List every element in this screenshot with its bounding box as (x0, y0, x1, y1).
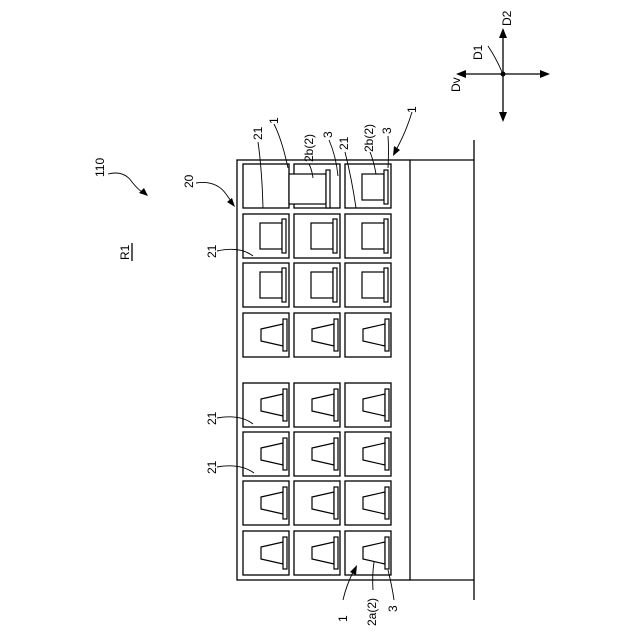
square-container (362, 219, 388, 253)
rack-cell (294, 214, 340, 258)
rack-cell (289, 164, 340, 208)
tall-container (362, 170, 388, 204)
tapered-container (312, 319, 338, 351)
holder-label-top-right: 3 (380, 127, 394, 134)
tapered-container (261, 537, 287, 569)
item-label-2b-left: 2b(2) (302, 134, 316, 162)
region-label: R1 (118, 244, 132, 260)
square-container (311, 268, 337, 302)
rack-cell (243, 164, 289, 208)
square-container (260, 268, 286, 302)
rack-cell (294, 432, 340, 476)
rack-cell (294, 313, 340, 357)
tapered-container (363, 537, 389, 569)
rack-cell (345, 383, 391, 427)
cell-label-row2: 21 (205, 244, 219, 258)
container-label-top-right: 1 (405, 106, 419, 113)
tapered-container (261, 487, 287, 519)
direction-d1-label: D1 (471, 44, 485, 60)
tapered-container (312, 487, 338, 519)
direction-d2-label: D2 (500, 10, 514, 26)
tapered-container (363, 487, 389, 519)
rack-cell (243, 383, 289, 427)
square-container (260, 219, 286, 253)
tapered-container (312, 389, 338, 421)
tapered-container (312, 537, 338, 569)
item-label-2a: 2a(2) (365, 598, 379, 626)
square-container (362, 268, 388, 302)
rack-cell (294, 481, 340, 525)
rack-label: 20 (182, 174, 196, 188)
cell-label-top-a: 21 (251, 126, 265, 140)
rack-cell (345, 313, 391, 357)
container-label-bottom: 1 (336, 615, 350, 622)
rack-cell (345, 481, 391, 525)
rack-cell (243, 531, 289, 575)
direction-dv-label: Dv (449, 77, 463, 92)
container-label-top-left: 1 (267, 117, 281, 124)
tall-container (289, 170, 330, 208)
rack-cell (243, 214, 289, 258)
holder-label-bottom: 3 (386, 605, 400, 612)
rack-cell (294, 531, 340, 575)
direction-compass: D2 D1 Dv (449, 10, 550, 122)
rack-cell (294, 263, 340, 307)
rack-cell (243, 481, 289, 525)
cell-label-top-b: 21 (337, 136, 351, 150)
tapered-container (312, 438, 338, 470)
tapered-container (261, 389, 287, 421)
holder-label-top-left: 3 (321, 131, 335, 138)
rack-cell (243, 313, 289, 357)
rack-cell (345, 164, 391, 208)
rack-cell (345, 214, 391, 258)
rack-cell (345, 432, 391, 476)
rack-cell (243, 263, 289, 307)
item-label-2b-right: 2b(2) (362, 124, 376, 152)
tapered-container (363, 319, 389, 351)
rack-cell (345, 531, 391, 575)
rack-cells (243, 164, 391, 575)
figure-reference-label: 110 (93, 158, 107, 177)
cell-label-row5: 21 (205, 411, 219, 425)
tapered-container (363, 438, 389, 470)
cell-label-row6: 21 (205, 460, 219, 474)
tapered-container (363, 389, 389, 421)
square-container (311, 219, 337, 253)
rack-cell (345, 263, 391, 307)
tapered-container (261, 438, 287, 470)
tapered-container (261, 319, 287, 351)
rack-cell (294, 383, 340, 427)
rack-cell (243, 432, 289, 476)
figure-reference-leader (108, 173, 146, 194)
